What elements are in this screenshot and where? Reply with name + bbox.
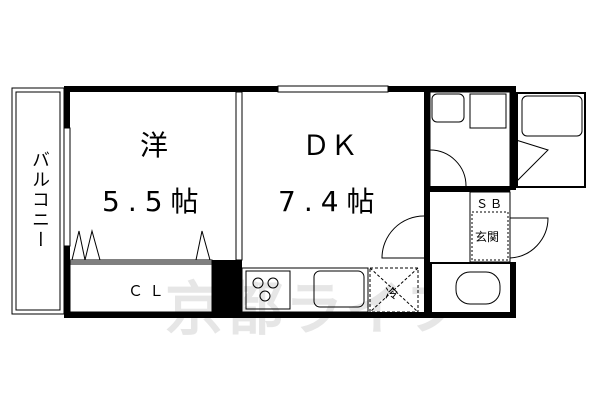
fridge-label: 冷 (385, 287, 399, 302)
western-room-area: 5.5帖 (102, 185, 207, 218)
dk-label: ＤＫ (302, 129, 359, 162)
entrance-label: 玄関 (475, 228, 500, 245)
shoe-box-label: ＳＢ (476, 197, 505, 211)
dk-area: 7.4帖 (278, 185, 383, 218)
western-room-label: 洋 (140, 129, 169, 162)
closet-label: ＣＬ (128, 282, 171, 300)
balcony-label: バルコニー (29, 150, 50, 250)
